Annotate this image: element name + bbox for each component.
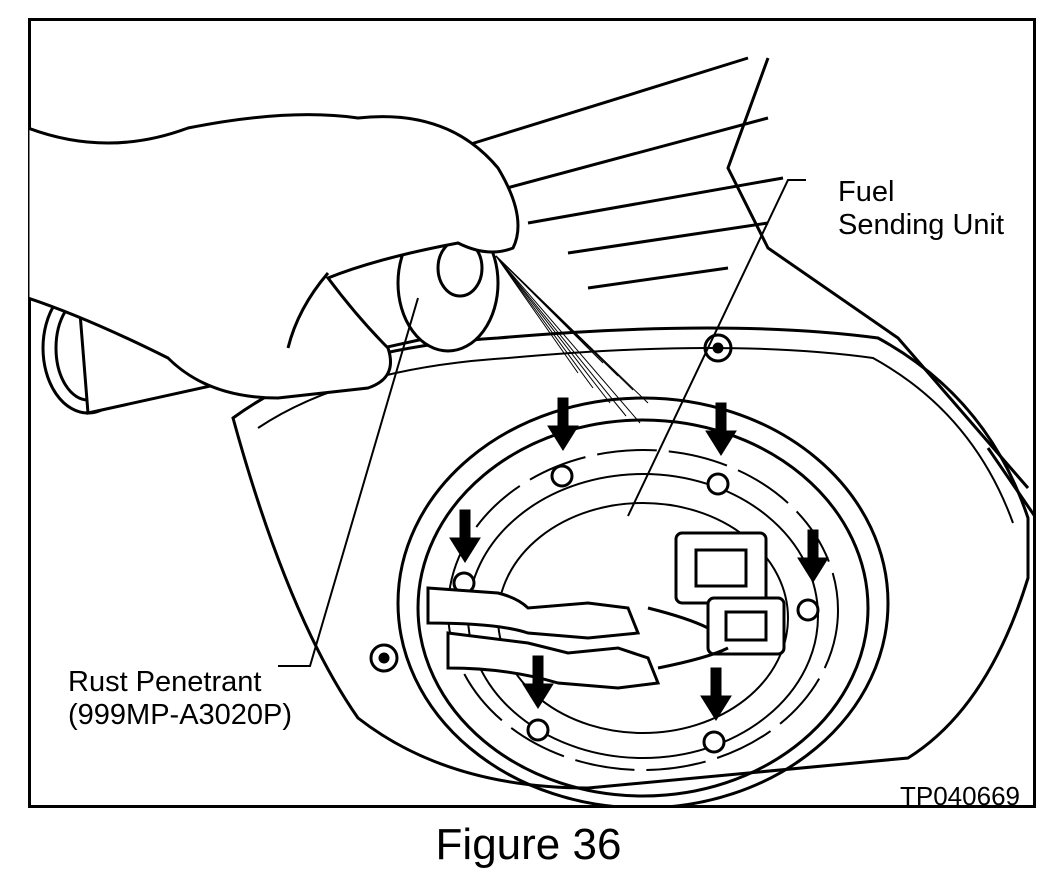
spray xyxy=(495,255,649,424)
arrow-bolt-5 xyxy=(522,655,554,709)
arrow-bolt-2 xyxy=(705,402,737,456)
floor-panel-lines xyxy=(457,56,1036,519)
hand-with-can xyxy=(28,113,520,415)
bolt-arrows xyxy=(449,397,829,721)
figure-caption: Figure 36 xyxy=(435,820,622,869)
rust-penetrant-label: Rust Penetrant (999MP-A3020P) xyxy=(68,666,292,732)
leader-lines xyxy=(278,179,806,667)
arrow-bolt-4 xyxy=(797,529,829,583)
bolts xyxy=(452,464,820,754)
figure-illustration: Fuel Sending Unit Rust Penetrant (999MP-… xyxy=(28,18,1036,811)
fuel-sending-unit-label: Fuel Sending Unit xyxy=(838,176,1004,242)
arrow-bolt-3 xyxy=(449,509,481,563)
arrow-bolt-1 xyxy=(547,397,579,451)
arrow-bolt-6 xyxy=(700,667,732,721)
rust-label-line-2: (999MP-A3020P) xyxy=(68,699,293,731)
rust-label-line-1: Rust Penetrant xyxy=(68,666,262,698)
line-drawing xyxy=(28,18,1036,808)
figure-code: TP040669 xyxy=(900,781,1020,811)
fuel-label-line-1: Fuel xyxy=(838,176,895,208)
fuel-label-line-2: Sending Unit xyxy=(838,209,1005,241)
